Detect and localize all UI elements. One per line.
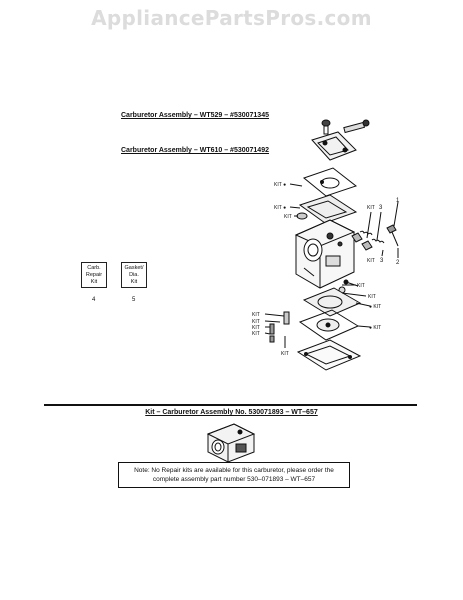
needle-spring-mid (361, 238, 385, 251)
kit-box-line: Repair (85, 272, 103, 278)
heading-assembly-wt529: Carburetor Assembly – WT529 – #530071345 (121, 112, 269, 119)
top-cover-plate (311, 131, 357, 161)
callout-dot-kit: ● KIT (369, 304, 381, 310)
callout-kit: KIT (252, 312, 260, 318)
callout-ref-3: 3 (380, 258, 384, 264)
kit-box-carb-repair: Carb. Repair Kit (81, 262, 107, 288)
callout-kit: KIT (367, 258, 375, 264)
callout-kit: KIT (252, 325, 260, 331)
pump-diaphragm (302, 167, 358, 197)
adjust-screw-part (343, 119, 370, 134)
bottom-cover (296, 339, 362, 371)
callout-kit: KIT ● (274, 205, 286, 211)
needle-spring-left (351, 230, 373, 243)
callout-kit: KIT (367, 205, 375, 211)
kit-box-number: 5 (132, 297, 136, 303)
kit-carburetor-illustration (206, 423, 256, 463)
small-screws-cluster (269, 311, 290, 343)
callout-kit: KIT (368, 294, 376, 300)
callout-dot-kit: ● KIT (369, 325, 381, 331)
callout-ref-1: 1 (396, 198, 400, 204)
kit-box-line: Carb. (87, 265, 101, 271)
callout-kit: KIT (252, 319, 260, 325)
kit-box-line: Dia. (129, 272, 139, 278)
callout-kit: KIT (252, 331, 260, 337)
callout-kit: KIT ● (274, 182, 286, 188)
callout-kit: KIT (284, 214, 292, 220)
kit-box-line: Gasket/ (124, 265, 144, 271)
watermark: AppliancePartsPros.com (91, 6, 372, 30)
callout-kit: KIT (357, 283, 365, 289)
kit-box-number: 4 (92, 297, 96, 303)
kit-box-line: Kit (130, 279, 138, 285)
kit-box-gasket-dia: Gasket/ Dia. Kit (121, 262, 147, 288)
kit-box-line: Kit (90, 279, 98, 285)
section-divider (44, 404, 417, 406)
top-screw-part (321, 119, 331, 135)
callout-kit: KIT (281, 351, 289, 357)
callout-ref-3: 3 (379, 205, 383, 211)
callout-ref-2: 2 (396, 260, 400, 266)
kit-note-box: Note: No Repair kits are available for t… (118, 462, 350, 488)
pump-gasket (298, 194, 358, 224)
needle-right (386, 224, 399, 247)
metering-gasket (302, 287, 362, 317)
inlet-screen (296, 212, 308, 220)
heading-assembly-wt610: Carburetor Assembly – WT610 – #530071492 (121, 147, 269, 154)
carburetor-body (294, 219, 356, 289)
kit-section-heading: Kit – Carburetor Assembly No. 530071893 … (145, 409, 318, 416)
